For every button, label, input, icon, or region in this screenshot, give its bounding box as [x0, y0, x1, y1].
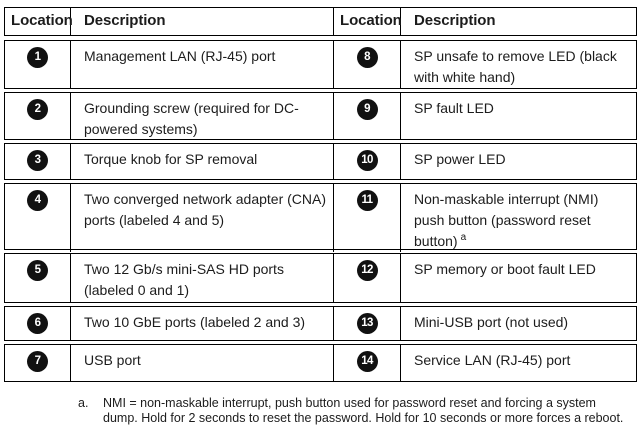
table-row: 3 Torque knob for SP removal 10 SP power… — [4, 143, 637, 180]
footnote-marker: a. — [78, 396, 89, 410]
location-badge: 1 — [27, 47, 48, 68]
location-badge: 10 — [356, 150, 378, 171]
description-cell: Service LAN (RJ-45) port — [401, 345, 636, 381]
description-cell: SP fault LED — [401, 93, 636, 140]
description-text: SP unsafe to remove LED (black with whit… — [414, 48, 617, 85]
description-text: SP power LED — [414, 151, 506, 167]
location-badge: 12 — [356, 260, 378, 281]
location-badge: 7 — [27, 351, 48, 372]
header-location-right: Location — [334, 8, 402, 35]
table-header-row: Location Description Location Descriptio… — [4, 7, 637, 36]
description-text: Grounding screw (required for DC-powered… — [84, 100, 299, 137]
footnote: a. NMI = non-maskable interrupt, push bu… — [78, 396, 643, 426]
description-text: Service LAN (RJ-45) port — [414, 352, 571, 368]
port-location-table: Location Description Location Descriptio… — [4, 7, 637, 385]
description-text: Torque knob for SP removal — [84, 151, 258, 167]
location-cell: 6 — [5, 307, 71, 340]
header-location-left: Location — [5, 8, 73, 35]
description-cell: Two 10 GbE ports (labeled 2 and 3) — [71, 307, 334, 340]
description-text: USB port — [84, 352, 141, 368]
footnote-text: NMI = non-maskable interrupt, push butto… — [103, 396, 643, 426]
description-cell: USB port — [71, 345, 334, 381]
location-cell: 5 — [5, 254, 71, 302]
location-badge: 2 — [27, 99, 48, 120]
location-cell: 11 — [334, 184, 401, 252]
table-row: 2 Grounding screw (required for DC-power… — [4, 92, 637, 140]
location-cell: 7 — [5, 345, 71, 381]
description-cell: SP power LED — [401, 144, 636, 179]
description-cell: Non-maskable interrupt (NMI) push button… — [401, 184, 636, 252]
location-cell: 4 — [5, 184, 71, 252]
description-cell: Management LAN (RJ-45) port — [71, 41, 334, 88]
footnote-reference: a — [460, 232, 467, 244]
description-text: Management LAN (RJ-45) port — [84, 48, 276, 64]
location-badge: 6 — [27, 313, 48, 334]
table-row: 4 Two converged network adapter (CNA) po… — [4, 183, 637, 252]
location-badge: 9 — [356, 99, 378, 120]
description-cell: Two 12 Gb/s mini-SAS HD ports (labeled 0… — [71, 254, 334, 302]
description-cell: SP unsafe to remove LED (black with whit… — [401, 41, 636, 88]
location-cell: 12 — [334, 254, 401, 302]
location-cell: 14 — [334, 345, 401, 381]
table-row: 6 Two 10 GbE ports (labeled 2 and 3) 13 … — [4, 306, 637, 341]
location-cell: 8 — [334, 41, 401, 88]
location-badge: 5 — [27, 260, 48, 281]
location-badge: 8 — [356, 47, 378, 68]
description-cell: SP memory or boot fault LED — [401, 254, 636, 302]
description-text: Mini-USB port (not used) — [414, 314, 569, 330]
location-badge: 13 — [356, 313, 378, 334]
description-text: SP memory or boot fault LED — [414, 261, 596, 277]
header-description-right: Description — [414, 12, 496, 29]
location-cell: 2 — [5, 93, 71, 140]
description-cell: Torque knob for SP removal — [71, 144, 334, 179]
location-cell: 10 — [334, 144, 401, 179]
description-text: Non-maskable interrupt (NMI) push button… — [414, 191, 599, 249]
description-text: Two 12 Gb/s mini-SAS HD ports (labeled 0… — [84, 261, 284, 298]
table-row: 5 Two 12 Gb/s mini-SAS HD ports (labeled… — [4, 253, 637, 303]
description-text: SP fault LED — [414, 100, 494, 116]
location-badge: 11 — [356, 190, 378, 211]
location-badge: 14 — [356, 351, 378, 372]
location-badge: 4 — [27, 190, 48, 211]
description-cell: Two converged network adapter (CNA) port… — [71, 184, 334, 252]
location-cell: 9 — [334, 93, 401, 140]
description-cell: Grounding screw (required for DC-powered… — [71, 93, 334, 140]
table-row: 7 USB port 14 Service LAN (RJ-45) port — [4, 344, 637, 382]
footnote-line: dump. Hold for 2 seconds to reset the pa… — [103, 411, 624, 425]
table-row: 1 Management LAN (RJ-45) port 8 SP unsaf… — [4, 40, 637, 89]
location-cell: 13 — [334, 307, 401, 340]
description-text: Two converged network adapter (CNA) port… — [84, 191, 326, 228]
description-text: Two 10 GbE ports (labeled 2 and 3) — [84, 314, 306, 330]
location-badge: 3 — [27, 150, 48, 171]
location-cell: 1 — [5, 41, 71, 88]
footnote-line: NMI = non-maskable interrupt, push butto… — [103, 396, 596, 410]
location-cell: 3 — [5, 144, 71, 179]
header-description-left: Description — [71, 8, 334, 35]
description-cell: Mini-USB port (not used) — [401, 307, 636, 340]
